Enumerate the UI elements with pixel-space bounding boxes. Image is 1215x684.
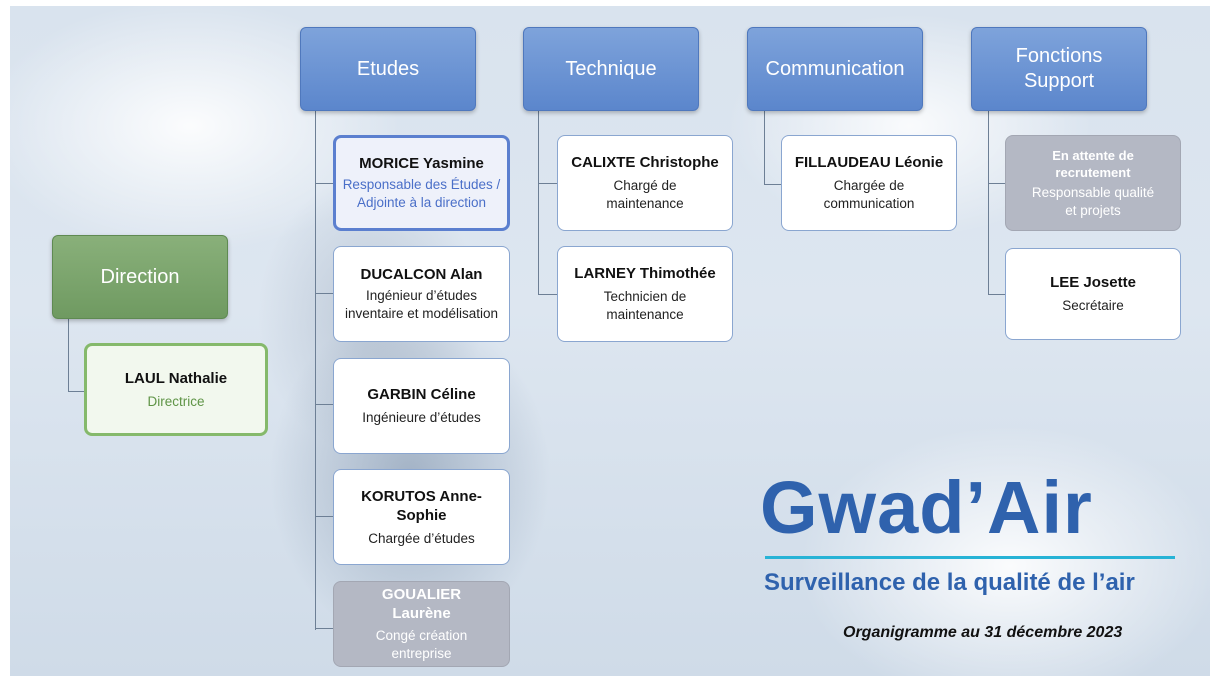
connector: [315, 183, 333, 184]
person-role: Technicien de maintenance: [603, 289, 687, 322]
connector: [988, 183, 1006, 184]
person-card-goualier: GOUALIER Laurène Congé création entrepri…: [333, 581, 510, 667]
person-card-morice: MORICE Yasmine Responsable des Études / …: [333, 135, 510, 231]
person-name: DUCALCON Alan: [360, 266, 483, 283]
dept-header-label: Communication: [765, 57, 905, 80]
person-name: KORUTOS Anne-Sophie: [361, 487, 482, 524]
person-role: Directrice: [147, 393, 205, 409]
org-chart: Etudes Technique Communication Fonctions…: [10, 6, 1210, 676]
person-name: MORICE Yasmine: [359, 155, 484, 172]
connector: [538, 294, 558, 295]
person-role: Chargée de communication: [823, 178, 915, 211]
gwadair-logo: Gwad’Air: [760, 466, 1093, 549]
connector: [315, 293, 333, 294]
dept-header-support: Fonctions Support: [971, 27, 1147, 111]
logo-divider: [765, 556, 1175, 559]
person-name: CALIXTE Christophe: [571, 154, 719, 171]
dept-header-label: Direction: [100, 265, 180, 288]
person-name: LAUL Nathalie: [124, 369, 228, 387]
person-card-vacant: En attente de recrutement Responsable qu…: [1005, 135, 1181, 231]
person-role: Congé création entreprise: [375, 628, 468, 661]
person-card-larney: LARNEY Thimothée Technicien de maintenan…: [557, 246, 733, 342]
connector-direction: [68, 317, 87, 392]
dept-header-label: Technique: [565, 57, 657, 80]
person-name: En attente de recrutement: [1052, 147, 1134, 180]
connector-etudes: [315, 110, 316, 630]
connector-communication: [764, 110, 784, 185]
person-role: Ingénieure d’études: [362, 410, 481, 425]
person-card-laul: LAUL Nathalie Directrice: [84, 343, 268, 436]
person-role: Chargée d’études: [368, 530, 475, 546]
person-card-lee: LEE Josette Secrétaire: [1005, 248, 1181, 340]
person-role: Responsable qualité et projets: [1031, 184, 1155, 218]
dept-header-etudes: Etudes: [300, 27, 476, 111]
dept-header-communication: Communication: [747, 27, 923, 111]
connector: [315, 628, 333, 629]
person-name: LEE Josette: [1050, 274, 1136, 291]
person-card-korutos: KORUTOS Anne-Sophie Chargée d’études: [333, 469, 510, 565]
dept-header-direction: Direction: [52, 235, 228, 319]
person-card-garbin: GARBIN Céline Ingénieure d’études: [333, 358, 510, 454]
person-card-fillaudeau: FILLAUDEAU Léonie Chargée de communicati…: [781, 135, 957, 231]
person-card-calixte: CALIXTE Christophe Chargé de maintenance: [557, 135, 733, 231]
person-role: Ingénieur d’études inventaire et modélis…: [344, 288, 499, 321]
person-name: GOUALIER Laurène: [381, 586, 462, 622]
person-name: GARBIN Céline: [367, 386, 476, 403]
connector: [315, 404, 333, 405]
logo-tagline: Surveillance de la qualité de l’air: [764, 569, 1135, 596]
connector-support: [988, 110, 989, 295]
person-role: Responsable des Études / Adjointe à la d…: [342, 177, 501, 210]
person-name: LARNEY Thimothée: [574, 265, 716, 282]
dept-header-label: Fonctions Support: [1015, 45, 1103, 92]
person-name: FILLAUDEAU Léonie: [794, 154, 944, 171]
connector: [988, 294, 1006, 295]
dept-header-label: Etudes: [356, 57, 420, 80]
person-card-ducalcon: DUCALCON Alan Ingénieur d’études inventa…: [333, 246, 510, 342]
dept-header-technique: Technique: [523, 27, 699, 111]
connector: [538, 183, 558, 184]
connector: [315, 516, 333, 517]
person-role: Secrétaire: [1062, 298, 1124, 313]
connector-technique: [538, 110, 539, 295]
person-role: Chargé de maintenance: [606, 178, 684, 211]
chart-date-caption: Organigramme au 31 décembre 2023: [843, 624, 1123, 641]
